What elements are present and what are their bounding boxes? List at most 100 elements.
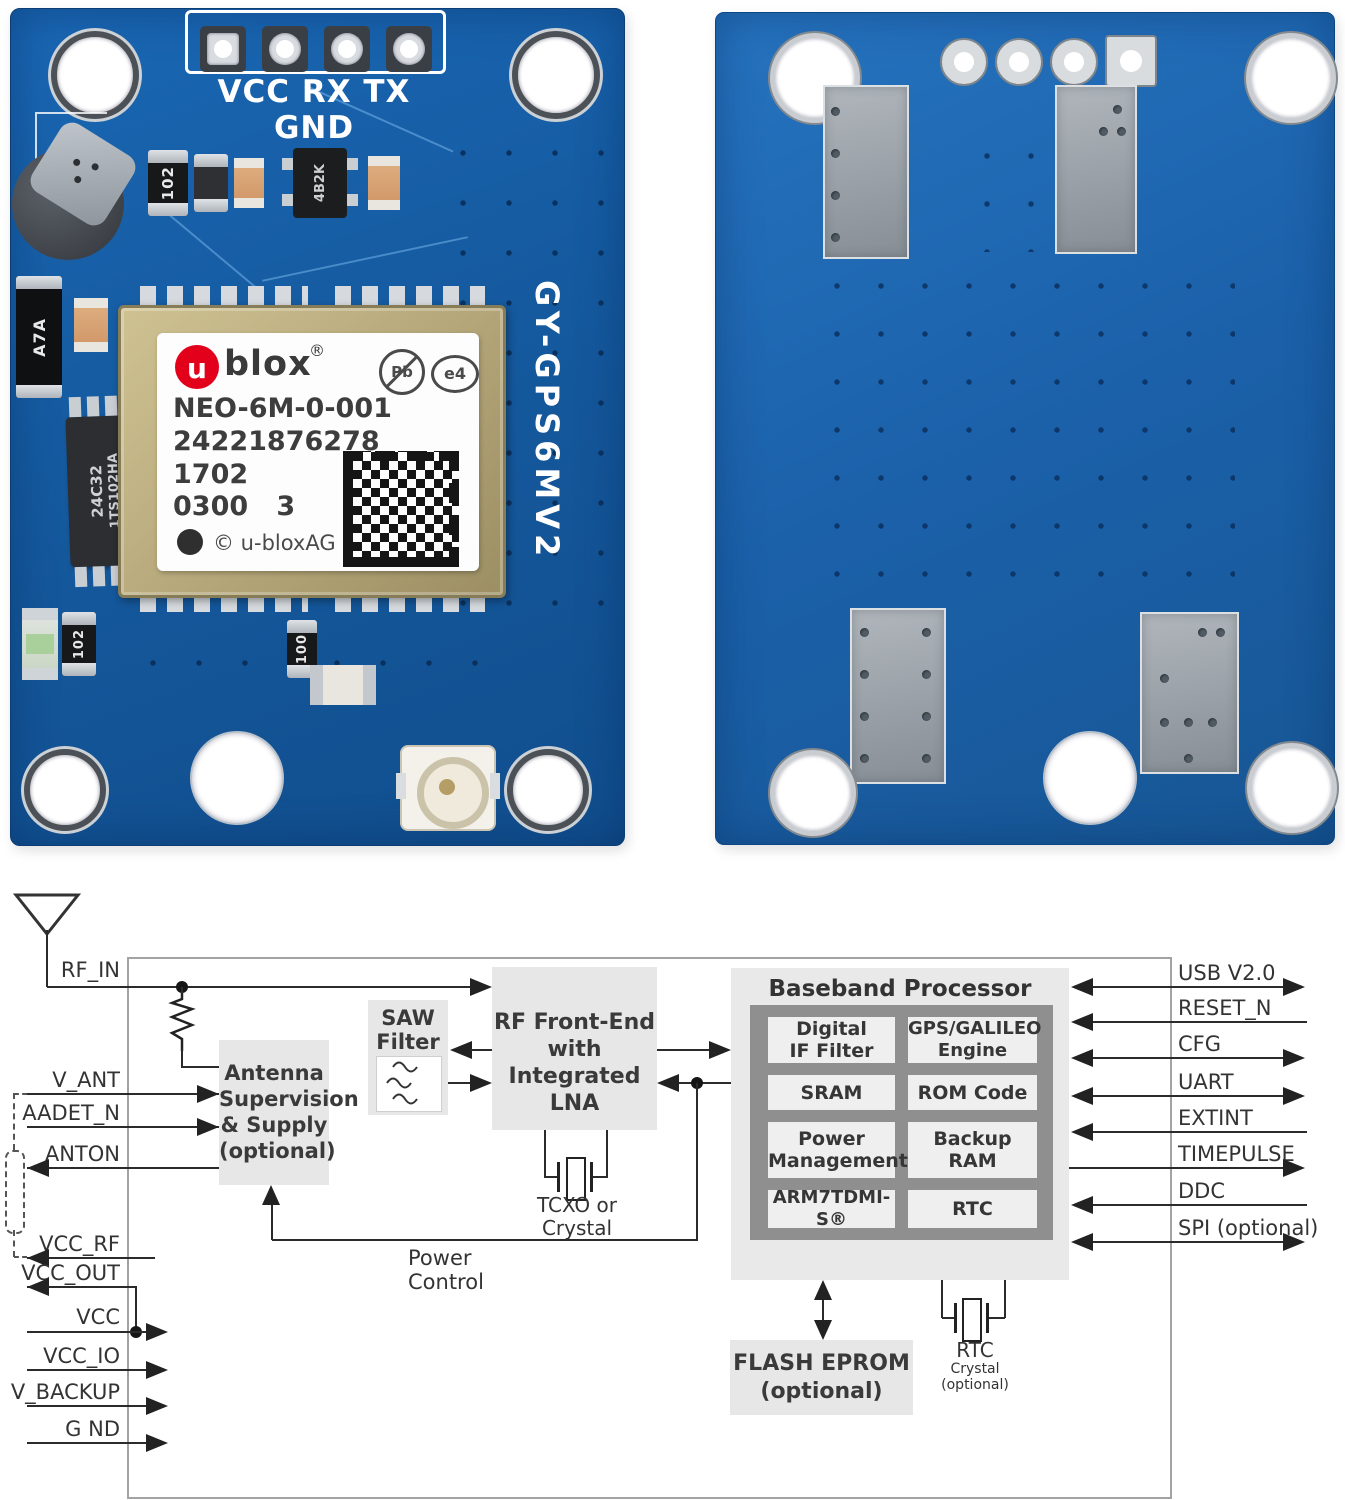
chip-resistor-102: 102 xyxy=(148,150,188,216)
cell-sram: SRAM xyxy=(768,1075,895,1110)
arrowhead-right-icon xyxy=(470,978,492,996)
arrowhead-right-icon xyxy=(1283,1087,1305,1105)
arrowhead-left-icon xyxy=(1071,1123,1093,1141)
wire xyxy=(181,1066,219,1068)
pin-pad-tx xyxy=(324,26,370,72)
wire xyxy=(470,1049,492,1051)
signal-line-rf-in xyxy=(47,986,472,988)
e4-mark-icon: e4 xyxy=(431,355,479,393)
ublox-logo-text: blox xyxy=(224,344,312,384)
pb-free-icon: Pb xyxy=(379,349,425,395)
rtc-crystal-label: RTC xyxy=(956,1338,994,1362)
baseband-title: Baseband Processor xyxy=(768,976,1032,1002)
dashed-wire xyxy=(14,1256,27,1258)
module-model: NEO-6M-0-001 xyxy=(173,393,392,424)
signal-line-aadet-n xyxy=(27,1126,219,1128)
pin-header-silkscreen xyxy=(185,10,446,74)
signal-label-rf-in: RF_IN xyxy=(60,958,120,982)
crystal-icon xyxy=(962,1298,982,1342)
mounting-hole xyxy=(507,749,589,831)
signal-label-extint: EXTINT xyxy=(1178,1106,1253,1130)
arrowhead-left-icon xyxy=(1071,1013,1093,1031)
wire xyxy=(181,987,183,995)
antenna-icon xyxy=(12,893,82,937)
mounting-hole xyxy=(770,750,856,836)
solder-pad xyxy=(995,38,1043,86)
mounting-hole xyxy=(512,31,600,119)
wire xyxy=(593,1176,607,1178)
chip-resistor-102: 102 xyxy=(62,612,96,676)
block-rf-frontend: RF Front-End with Integrated LNA xyxy=(492,967,657,1130)
wire xyxy=(822,1288,824,1332)
signal-line-usb xyxy=(1093,986,1283,988)
signal-label-reset-n: RESET_N xyxy=(1178,996,1272,1020)
block-saw-filter: SAW Filter xyxy=(368,1000,448,1115)
signal-line-vcc-rf xyxy=(27,1257,155,1259)
signal-line-uart xyxy=(1093,1095,1283,1097)
crystal-plate xyxy=(590,1162,593,1192)
front-board-photo: VCC RX TX GND 102 4B2K A7A xyxy=(10,8,625,846)
mounting-hole xyxy=(1246,33,1336,123)
saw-wave-icon xyxy=(376,1056,442,1112)
arrowhead-right-icon xyxy=(146,1361,168,1379)
pin-pad-gnd xyxy=(386,26,432,72)
signal-line-gnd xyxy=(27,1442,147,1444)
module-label: u blox ® Pb e4 NEO-6M-0-001 24221876278 … xyxy=(157,333,479,571)
ublox-logo-icon: u xyxy=(175,345,219,389)
ground-pad xyxy=(1140,612,1239,774)
power-control-label: Power Control xyxy=(408,1246,484,1294)
module-pins xyxy=(335,286,485,306)
signal-label-v-backup: V_BACKUP xyxy=(10,1380,120,1404)
mounting-hole xyxy=(1247,743,1337,833)
board-name-silkscreen: GY-GPS6MV2 xyxy=(528,280,566,562)
rtc-crystal-label2: Crystal xyxy=(950,1361,1000,1377)
label-dot-icon xyxy=(177,529,203,555)
wire xyxy=(696,1083,698,1240)
rtc-crystal-label3: (optional) xyxy=(941,1377,1009,1393)
signal-line-anton xyxy=(27,1167,219,1169)
via-dots xyxy=(815,262,1235,592)
registered-mark: ® xyxy=(309,341,325,360)
mounting-hole xyxy=(192,733,282,823)
signal-label-vcc: VCC xyxy=(76,1305,120,1329)
cell-arm7tdmi: ARM7TDMI-S® xyxy=(768,1187,895,1230)
signal-label-ddc: DDC xyxy=(1178,1179,1226,1203)
wire xyxy=(181,1049,183,1068)
signal-line-vcc-out xyxy=(27,1286,137,1288)
signal-label-aadet-n: AADET_N xyxy=(22,1101,120,1125)
signal-label-vcc-out: VCC_OUT xyxy=(21,1261,120,1285)
wire xyxy=(135,1287,137,1332)
arrowhead-down-icon xyxy=(814,1320,832,1340)
arrowhead-left-icon xyxy=(27,1278,49,1296)
signal-label-v-ant: V_ANT xyxy=(52,1068,120,1092)
signal-line-spi xyxy=(1093,1241,1283,1243)
status-led xyxy=(22,608,58,680)
arrowhead-right-icon xyxy=(197,1085,219,1103)
back-board-photo xyxy=(715,12,1337,845)
signal-line-v-backup xyxy=(27,1405,147,1407)
arrowhead-up-icon xyxy=(814,1280,832,1300)
signal-line-vcc xyxy=(27,1331,147,1333)
dashed-wire xyxy=(13,1230,15,1257)
solder-pad xyxy=(940,38,988,86)
arrowhead-left-icon xyxy=(1071,1196,1093,1214)
signal-line-cfg xyxy=(1093,1057,1283,1059)
signal-line-v-ant xyxy=(27,1093,219,1095)
signal-label-timepulse: TIMEPULSE xyxy=(1178,1142,1295,1166)
signal-line-vcc-io xyxy=(27,1369,147,1371)
pin-pad-rx xyxy=(262,26,308,72)
signal-line-extint xyxy=(1093,1131,1307,1133)
signal-line-ddc xyxy=(1093,1204,1307,1206)
wire xyxy=(989,1317,1005,1319)
arrowhead-left-icon xyxy=(657,1074,679,1092)
dashed-component xyxy=(5,1150,25,1234)
smd-capacitor xyxy=(74,298,108,352)
smd-capacitor xyxy=(234,158,264,208)
signal-label-vcc-io: VCC_IO xyxy=(43,1344,120,1368)
wire xyxy=(657,1049,709,1051)
block-flash-eprom: FLASH EPROM (optional) xyxy=(730,1340,913,1415)
ipex-antenna-connector xyxy=(396,745,500,831)
arrowhead-left-icon xyxy=(1071,1049,1093,1067)
